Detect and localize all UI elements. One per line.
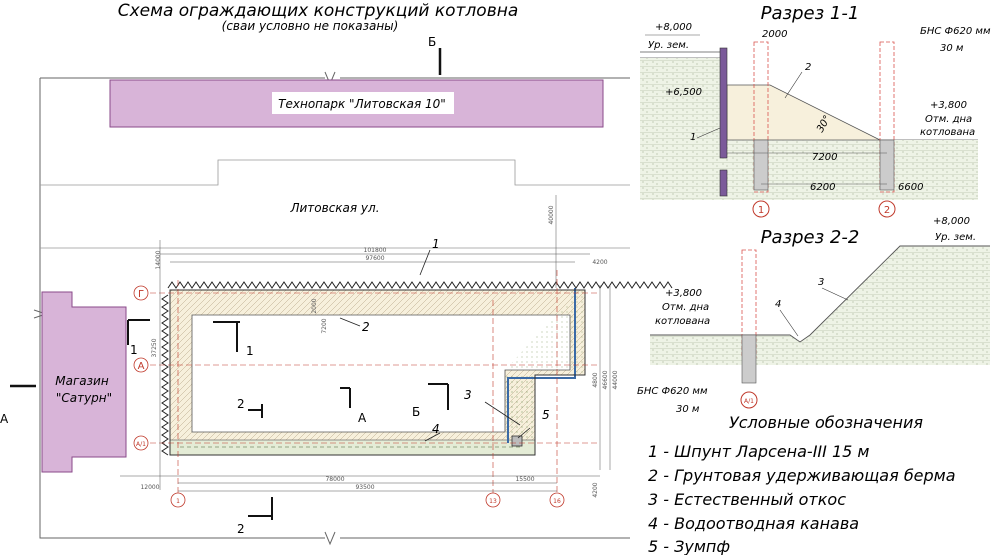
s11-label-1: 1 <box>690 132 696 143</box>
dim-7200: 7200 <box>321 318 328 333</box>
callout-4: 4 <box>432 422 440 436</box>
s11-dim-2000: 2000 <box>762 29 787 40</box>
callout-2: 2 <box>362 320 370 334</box>
sec-2-label-a: 2 <box>237 397 245 411</box>
s11-dim-6200: 6200 <box>810 182 835 193</box>
dim-12000: 12000 <box>140 484 159 491</box>
axis-label-13: 13 <box>489 498 497 505</box>
s11-label-2: 2 <box>805 62 811 73</box>
axis-label-1: 1 <box>176 498 180 505</box>
s22-label-4: 4 <box>775 299 781 310</box>
section-b-marker-top: Б <box>428 35 442 75</box>
s11-dim-7200: 7200 <box>812 152 837 163</box>
svg-text:А: А <box>0 412 9 426</box>
legend-item-2: 2 - Грунтовая удерживающая берма <box>648 466 956 485</box>
s11-bottom-label1: Отм. дна <box>925 114 972 125</box>
s22-bottom-label2: котлована <box>655 316 710 327</box>
legend-item-4: 4 - Водоотводная канава <box>648 514 859 533</box>
callout-3: 3 <box>464 388 472 402</box>
s22-bns-len: 30 м <box>676 404 700 415</box>
callout-1: 1 <box>432 237 440 251</box>
dim-97600: 97600 <box>365 255 384 262</box>
s22-bottom-label1: Отм. дна <box>662 302 709 313</box>
drain-ditch-4 <box>169 439 536 456</box>
technopark-label: Технопарк "Литовская 10" <box>278 97 446 111</box>
s11-berm <box>726 84 881 141</box>
axis-label-A1: А/1 <box>136 441 146 448</box>
section-a-marker-left: А <box>0 384 36 426</box>
dim-101800: 101800 <box>364 247 387 254</box>
s11-pile-1 <box>753 41 769 193</box>
s22-elev-bottom: +3,800 <box>665 288 702 299</box>
s11-bns: БНС Ф620 мм <box>920 26 991 37</box>
shop-saturn <box>41 291 127 473</box>
s11-dim-6600: 6600 <box>898 182 923 193</box>
s22-ground-label: Ур. зем. <box>935 232 976 243</box>
s22-bns: БНС Ф620 мм <box>637 386 708 397</box>
sec-b-label-inner: Б <box>412 405 420 419</box>
excavation-pit <box>169 288 586 456</box>
dim-46600: 46600 <box>602 370 609 389</box>
axis-label-A: А <box>138 361 145 372</box>
s11-sheet-pile <box>719 47 728 159</box>
dim-2000: 2000 <box>311 298 318 313</box>
s11-elev-berm: +6,500 <box>665 87 702 98</box>
dimension-lines <box>120 195 611 492</box>
legend-item-1: 1 - Шпунт Ларсена-III 15 м <box>648 442 869 461</box>
dim-37250: 37250 <box>151 338 158 357</box>
legend-item-5: 5 - Зумпф <box>648 537 730 555</box>
section22-title: Разрез 2-2 <box>761 227 860 248</box>
s22-elev-top: +8,000 <box>933 216 970 227</box>
natural-slope-3 <box>505 290 585 375</box>
legend-item-3: 3 - Естественный откос <box>648 490 846 509</box>
s11-axis-1: 1 <box>758 205 764 216</box>
street-outline <box>40 159 630 249</box>
sec-2-label-b: 2 <box>237 522 245 536</box>
street-label: Литовская ул. <box>289 201 379 215</box>
callout-5: 5 <box>542 408 550 422</box>
shop-label-line1: Магазин <box>55 374 109 388</box>
plan-subtitle: (сваи условно не показаны) <box>222 19 399 33</box>
s11-axis-2: 2 <box>884 205 890 216</box>
dim-15500: 15500 <box>515 476 534 483</box>
dim-40000: 40000 <box>548 205 555 224</box>
s11-elev-top: +8,000 <box>655 22 692 33</box>
dim-4200-top: 4200 <box>592 259 607 266</box>
plan-callouts <box>339 249 531 442</box>
axis-label-G: Г <box>138 289 144 300</box>
s11-bottom-label2: котлована <box>920 127 975 138</box>
site-boundary <box>33 71 630 546</box>
s11-pile-2 <box>879 41 895 193</box>
dim-78000: 78000 <box>325 476 344 483</box>
s22-axis: А/1 <box>744 398 754 405</box>
grid-axes <box>150 270 600 500</box>
sump-5 <box>511 435 523 447</box>
axis-bubbles <box>133 285 565 508</box>
dim-14000: 14000 <box>155 250 162 269</box>
sheet-pile-left <box>161 294 169 456</box>
sec-1-label-b: 1 <box>130 343 138 357</box>
s22-label-3: 3 <box>818 277 824 288</box>
sec-a-label-inner: А <box>358 411 367 425</box>
axis-label-16: 16 <box>553 498 561 505</box>
dim-4200-bottom: 4200 <box>592 482 599 497</box>
dim-93500: 93500 <box>355 484 374 491</box>
section11-title: Разрез 1-1 <box>761 3 860 24</box>
sec-1-label-a: 1 <box>246 344 254 358</box>
section-cut-markers <box>127 319 449 520</box>
sheet-pile-top <box>167 281 673 289</box>
dim-4800: 4800 <box>592 372 599 387</box>
legend-title: Условные обозначения <box>729 413 923 432</box>
technopark-building <box>109 79 604 128</box>
s11-ground-label: Ур. зем. <box>648 40 689 51</box>
s11-bns-len: 30 м <box>940 43 964 54</box>
svg-text:Б: Б <box>428 35 436 49</box>
s11-elev-bottom: +3,800 <box>930 100 967 111</box>
shop-label-line2: "Сатурн" <box>56 391 112 405</box>
plan-title: Схема ограждающих конструкций котловна <box>118 1 519 21</box>
dim-44000: 44000 <box>612 370 619 389</box>
